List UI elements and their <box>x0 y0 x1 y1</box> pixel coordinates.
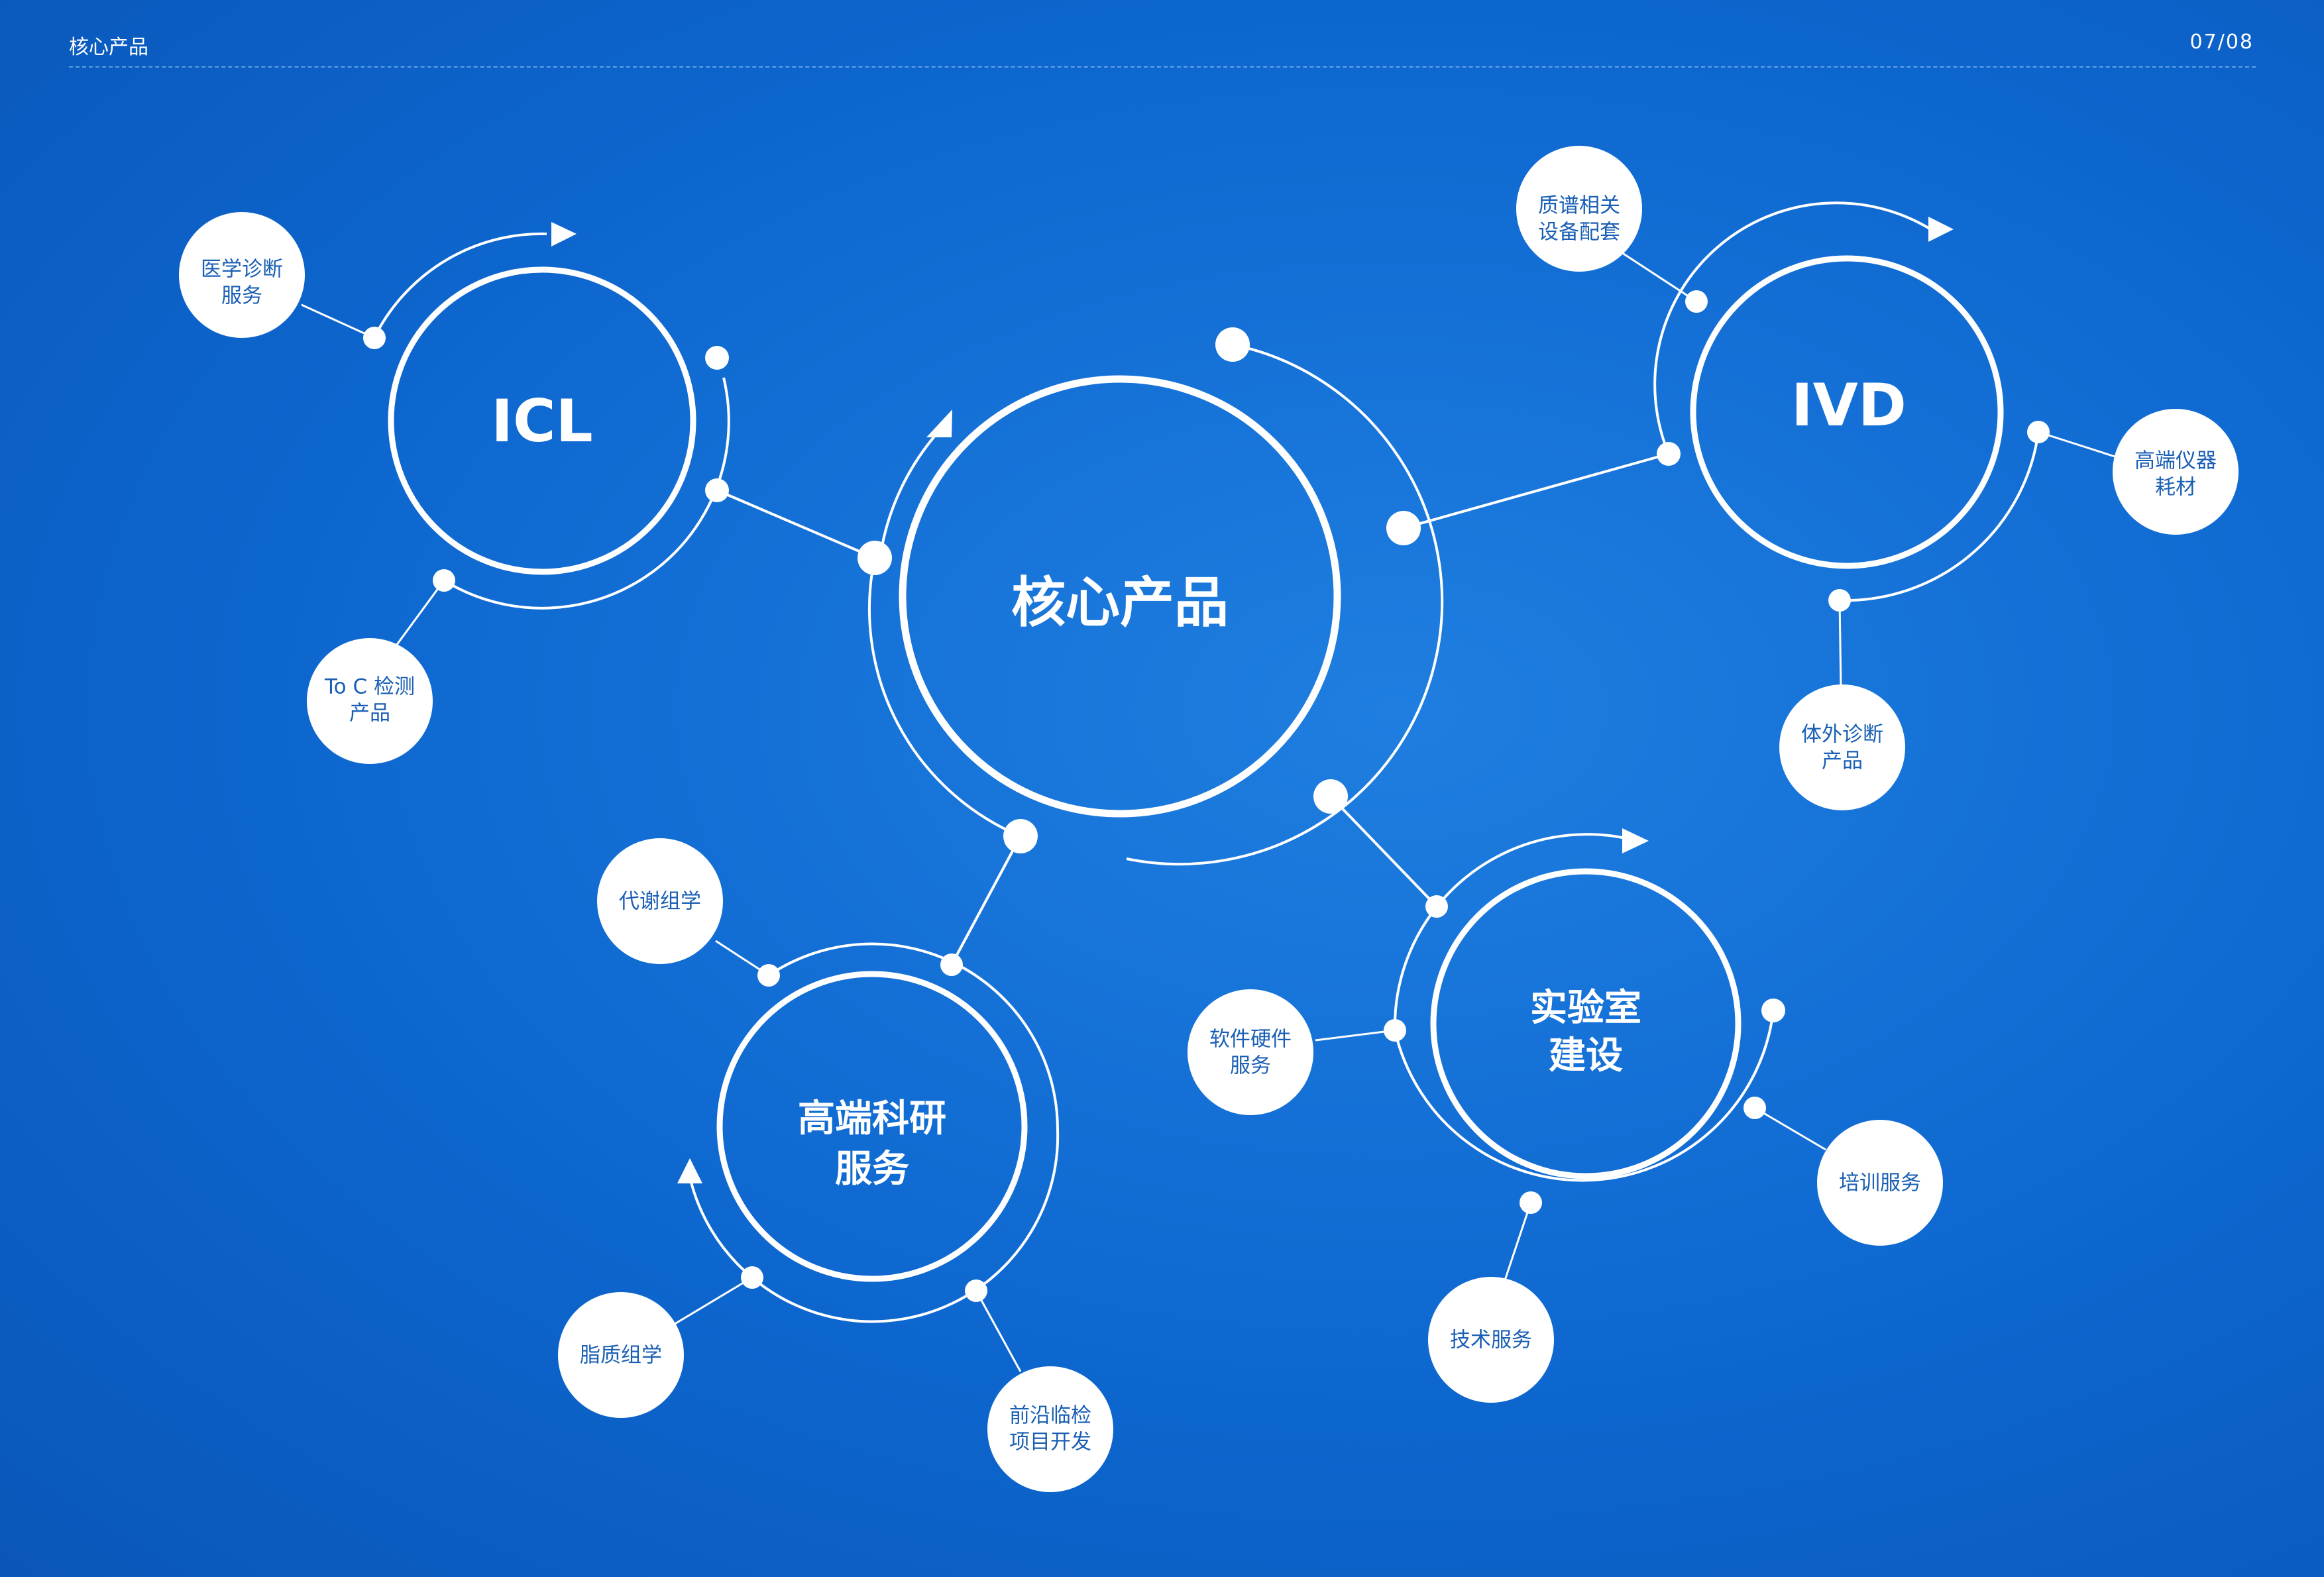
connector-ms <box>1610 244 1697 303</box>
core-arc-left <box>879 425 945 559</box>
connector-medical <box>301 303 375 339</box>
research-arc-left <box>688 1173 753 1279</box>
icl-label: ICL <box>491 387 592 455</box>
dot-lab-right <box>1761 999 1785 1022</box>
icl-hub-ring <box>388 266 696 575</box>
icl-arc-upper <box>370 232 547 345</box>
connector-toc <box>390 580 445 653</box>
dot-ivd-products <box>1828 589 1851 612</box>
ivd-products-line1: 体外诊断 <box>1801 723 1883 747</box>
dot-research-lipidomics <box>741 1266 763 1289</box>
leaf-medical-diagnosis <box>179 212 305 338</box>
core-label: 核心产品 <box>1011 571 1229 634</box>
ms-line2: 设备配套 <box>1538 221 1620 245</box>
connector-tech <box>1503 1202 1532 1283</box>
dot-lab-training <box>1743 1097 1766 1119</box>
medical-line1: 医学诊断 <box>201 258 283 282</box>
core-arc-lower <box>867 557 1021 838</box>
tech-service-label: 技术服务 <box>1450 1329 1532 1352</box>
toc-line1: To C 检测 <box>324 675 415 699</box>
connector-core-ivd <box>1403 453 1669 529</box>
leaf-tech-service <box>1428 1277 1554 1403</box>
ivd-products-line2: 产品 <box>1822 749 1863 773</box>
ms-line1: 质谱相关 <box>1538 194 1620 218</box>
medical-line2: 服务 <box>221 284 262 308</box>
research-label-line2: 服务 <box>835 1148 909 1191</box>
page-header-title: 核心产品 <box>69 36 148 59</box>
leaf-metabolomics <box>597 838 723 964</box>
core-arc-arrowhead <box>926 409 952 437</box>
dot-ivd-core <box>1657 442 1681 466</box>
leaf-software-hardware <box>1188 989 1313 1115</box>
dot-lab-software <box>1384 1019 1406 1042</box>
ivd-arc-upper <box>1653 201 1933 455</box>
research-arc-arrowhead <box>677 1158 702 1183</box>
dot-research-core <box>940 953 963 976</box>
training-label: 培训服务 <box>1839 1171 1921 1195</box>
dot-core-left <box>858 541 892 575</box>
metabolomics-label: 代谢组学 <box>619 890 701 914</box>
lab-hub-ring <box>1430 868 1742 1179</box>
lab-label-line1: 实验室 <box>1530 987 1641 1030</box>
dot-lab-tech <box>1520 1191 1542 1214</box>
header-divider <box>69 66 2256 68</box>
software-line2: 服务 <box>1230 1054 1271 1078</box>
ivd-hub-ring <box>1690 255 2004 569</box>
lab-label-line2: 建设 <box>1549 1034 1623 1077</box>
connector-lipidomics <box>672 1276 753 1327</box>
connector-ivd-products <box>1838 600 1842 690</box>
lab-arc-lower <box>1394 1010 1775 1182</box>
ivd-label: IVD <box>1791 371 1907 439</box>
leaf-lipidomics <box>558 1292 684 1418</box>
research-arc-lower <box>751 1130 1060 1323</box>
icl-arc-arrowhead <box>551 222 577 246</box>
leaf-ivd-products <box>1779 684 1905 810</box>
dot-core-lab <box>1313 779 1348 814</box>
software-line1: 软件硬件 <box>1209 1028 1292 1052</box>
leaf-instrument-consumables <box>2113 409 2239 535</box>
leaf-frontier-clinical <box>987 1366 1113 1492</box>
dot-core-top <box>1215 327 1250 362</box>
lipidomics-label: 脂质组学 <box>580 1344 662 1368</box>
frontier-line1: 前沿临检 <box>1009 1404 1091 1428</box>
dot-core-research <box>1003 819 1038 853</box>
core-hub-ring <box>899 375 1341 818</box>
dot-ivd-ms <box>1685 290 1708 313</box>
connector-core-lab <box>1329 795 1438 908</box>
lab-arc-arrowhead <box>1622 828 1649 853</box>
connector-training <box>1754 1107 1826 1151</box>
dot-core-right <box>1386 511 1421 545</box>
dot-research-metabolomics <box>757 964 780 987</box>
dot-research-frontier <box>965 1279 987 1302</box>
page-number: 07/08 <box>2189 30 2254 54</box>
core-arc-right <box>1126 343 1444 866</box>
frontier-line2: 项目开发 <box>1009 1431 1091 1454</box>
research-label-line1: 高端科研 <box>798 1097 946 1140</box>
ivd-arc-lower <box>1839 431 2040 602</box>
dot-icl-medical <box>363 327 386 349</box>
ivd-arc-arrowhead <box>1928 217 1954 242</box>
connector-core-research <box>950 836 1022 965</box>
connector-icl-core <box>716 489 875 559</box>
dot-ivd-consumables <box>2027 421 2050 443</box>
leaf-training <box>1817 1120 1943 1246</box>
icl-arc-lower <box>443 377 730 610</box>
dot-icl-core <box>705 478 729 502</box>
consumables-line2: 耗材 <box>2155 476 2196 500</box>
connector-frontier <box>975 1290 1022 1372</box>
research-hub-ring <box>716 971 1028 1282</box>
lab-arc-upper <box>1393 833 1635 1031</box>
connector-software <box>1315 1029 1396 1042</box>
dot-icl-top <box>705 346 729 370</box>
toc-line2: 产品 <box>349 702 390 726</box>
leaf-ms-equipment <box>1516 146 1642 272</box>
dot-icl-toc <box>433 569 455 592</box>
consumables-line1: 高端仪器 <box>2134 449 2217 473</box>
dot-lab-core <box>1425 895 1448 918</box>
connector-consumables <box>2038 431 2128 462</box>
leaf-toc-test <box>307 638 433 764</box>
